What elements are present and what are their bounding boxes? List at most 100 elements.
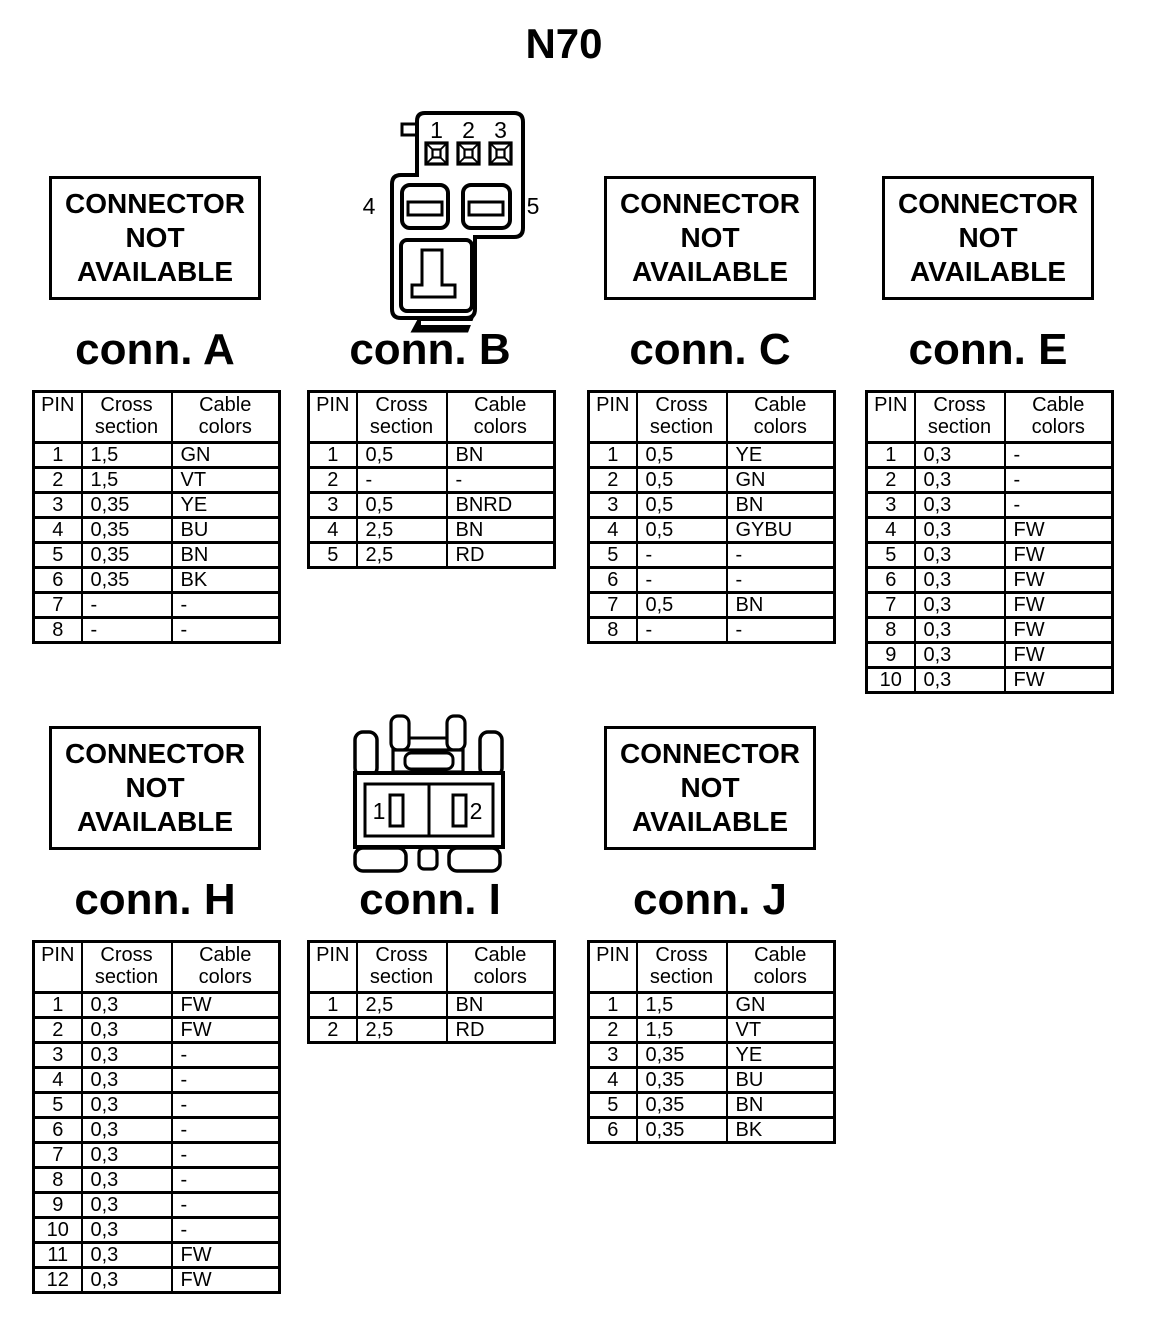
cable-color-cell: FW (1003, 641, 1114, 669)
pin-cell: 2 (307, 1016, 358, 1044)
cross-section-cell: 0,3 (913, 591, 1006, 619)
na-line-1: CONNECTOR (620, 738, 800, 769)
connector-i-clip-post-right (445, 714, 467, 752)
pin-cell: 1 (32, 991, 83, 1019)
cross-section-cell: 0,3 (80, 1191, 173, 1219)
cable-color-cell: FW (1003, 516, 1114, 544)
connector-b-key-t-shape (410, 248, 457, 299)
na-line-3: AVAILABLE (631, 806, 789, 837)
na-line-1: CONNECTOR (65, 188, 245, 219)
cable-color-cell: BN (445, 441, 556, 469)
cross-section-cell: 0,3 (80, 1141, 173, 1169)
cable-color-cell: - (170, 1216, 281, 1244)
cross-section-cell: 0,3 (80, 1091, 173, 1119)
cross-section-cell: 2,5 (355, 1016, 448, 1044)
na-line-2: NOT (958, 222, 1018, 253)
cross-section-cell: 0,3 (80, 1066, 173, 1094)
cable-color-cell: - (170, 1141, 281, 1169)
pin-cell: 8 (32, 1166, 83, 1194)
pin-cell: 3 (587, 491, 638, 519)
connector-section-e: CONNECTOR NOT AVAILABLE conn. E PIN Cros… (865, 110, 1114, 700)
cross-section-cell: - (355, 466, 448, 494)
cable-color-cell: FW (1003, 566, 1114, 594)
cross-section-cell: 0,3 (913, 666, 1006, 694)
cross-section-cell: - (635, 566, 728, 594)
connector-i-side-post-right (478, 730, 504, 778)
cross-section-cell: 0,35 (80, 541, 173, 569)
connector-i-clip-bar (405, 736, 451, 752)
cable-color-cell: - (170, 1066, 281, 1094)
pin-cell: 3 (865, 491, 916, 519)
cross-section-cell: 0,3 (80, 1241, 173, 1269)
cable-color-cell: FW (170, 1241, 281, 1269)
connector-i-foot-left (353, 846, 408, 873)
pin-cell: 4 (32, 1066, 83, 1094)
cross-section-cell: - (80, 591, 173, 619)
connector-label-c: conn. C (629, 325, 791, 374)
cross-section-cell: 0,35 (80, 566, 173, 594)
pin-cell: 5 (587, 1091, 638, 1119)
cross-section-cell: 0,35 (635, 1041, 728, 1069)
na-line-3: AVAILABLE (631, 256, 789, 287)
cable-color-cell: BU (725, 1066, 836, 1094)
cross-section-cell: 0,3 (913, 616, 1006, 644)
cable-color-cell: RD (445, 541, 556, 569)
cross-section-cell: 0,5 (635, 516, 728, 544)
pin-cell: 6 (32, 566, 83, 594)
pin-cell: 1 (587, 991, 638, 1019)
connector-i-foot-center (417, 846, 439, 871)
cross-section-cell: 0,3 (80, 1116, 173, 1144)
pin-cell: 3 (307, 491, 358, 519)
connector-label-a: conn. A (75, 325, 235, 374)
connector-not-available-box: CONNECTOR NOT AVAILABLE (49, 176, 261, 300)
cable-color-cell: BK (725, 1116, 836, 1144)
cross-section-cell: 0,35 (80, 516, 173, 544)
table-row: 8-- (587, 616, 836, 644)
pin-cell: 3 (587, 1041, 638, 1069)
cable-color-cell: YE (170, 491, 281, 519)
cable-color-cell: FW (1003, 616, 1114, 644)
cable-color-cell: GYBU (725, 516, 836, 544)
pin-cell: 10 (865, 666, 916, 694)
pin-cell: 5 (865, 541, 916, 569)
cross-section-cell: 1,5 (635, 991, 728, 1019)
cable-color-cell: GN (725, 466, 836, 494)
cross-section-cell: 0,3 (80, 1041, 173, 1069)
pin-cell: 8 (587, 616, 638, 644)
pin-cell: 1 (307, 441, 358, 469)
pin-terminal-2-slot (451, 793, 468, 828)
table-row: 6-- (587, 566, 836, 594)
cable-color-cell: - (1003, 466, 1114, 494)
cross-section-cell: 0,5 (635, 491, 728, 519)
